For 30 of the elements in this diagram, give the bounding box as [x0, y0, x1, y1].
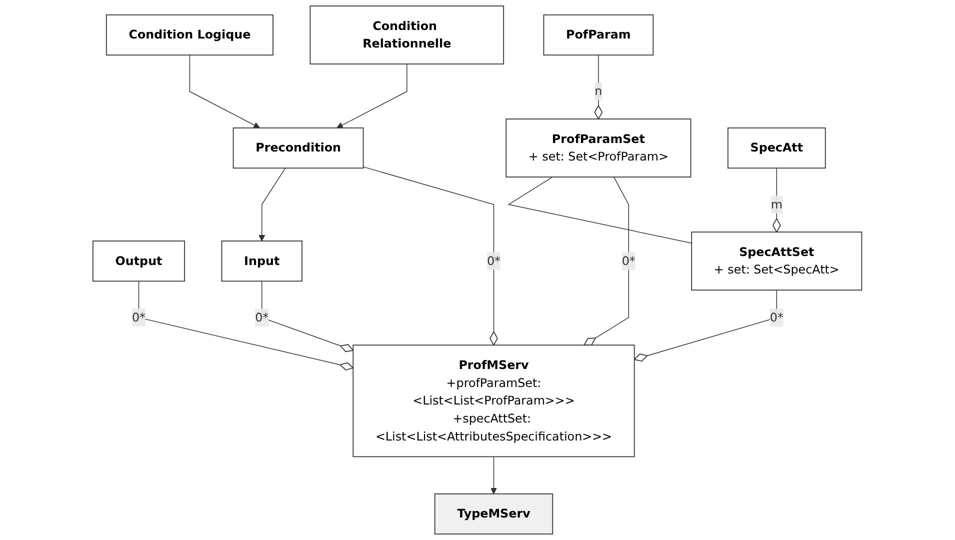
edge-label: 0*	[487, 254, 501, 268]
node-box: TypeMServ	[434, 493, 554, 534]
node-box: Condition Relationnelle	[310, 6, 504, 64]
connector	[634, 290, 778, 362]
connector	[138, 280, 354, 370]
node-box: Output	[92, 240, 186, 282]
connector	[262, 280, 354, 352]
edge-label: m	[771, 197, 783, 212]
connector	[584, 176, 630, 346]
edge-label: 0*	[255, 310, 269, 324]
connector	[508, 176, 692, 244]
node-box: SpecAtt	[728, 127, 826, 169]
arrow	[258, 168, 286, 242]
connector	[363, 166, 498, 346]
node-box: Input	[221, 240, 303, 282]
node-box: ProfParamSet + set: Set<ProfParam>	[506, 118, 692, 178]
connector	[772, 168, 781, 232]
edge-label: 0*	[622, 254, 636, 268]
node-box: Precondition	[233, 127, 364, 169]
connector	[594, 54, 603, 120]
edge-label: 0*	[770, 310, 784, 324]
node-box: PofParam	[543, 14, 654, 56]
arrow	[490, 456, 498, 494]
edge-label: 0*	[132, 310, 146, 324]
arrow	[336, 64, 408, 128]
edge-label: n	[594, 84, 602, 98]
node-box: Condition Logique	[106, 14, 274, 56]
arrow	[190, 54, 260, 128]
node-box: ProfMServ +profParamSet:<List<List<ProfParam>>> +specAttSet: <List<List<AttributesSpecification>>>	[352, 344, 635, 458]
node-box: SpecAttSet + set: Set<SpecAtt>	[691, 232, 862, 291]
